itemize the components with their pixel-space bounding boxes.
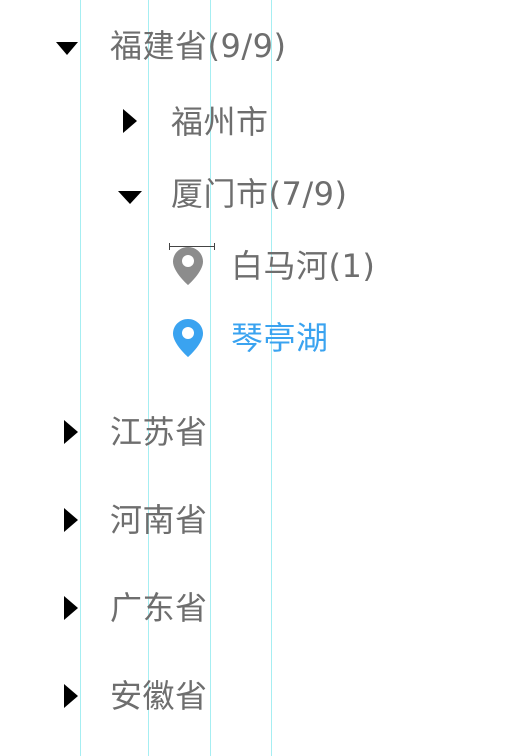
tree-node-fuzhou[interactable]: 福州市 [0,92,300,152]
tree-node-xiamen[interactable]: 厦门市(7/9) [0,164,400,224]
tree-node-fujian[interactable]: 福建省(9/9) [0,16,340,76]
tree-node-label[interactable]: 福建省(9/9) [110,27,287,65]
map-pin-icon [172,246,204,290]
expand-triangle-icon[interactable] [64,684,78,712]
guide-line [210,0,211,756]
tree-leaf-qintinghu[interactable]: 琴亭湖 [0,308,380,368]
tree-node-label[interactable]: 白马河(1) [231,247,376,285]
expand-triangle-icon[interactable] [64,508,78,536]
tree-node-label[interactable]: 厦门市(7/9) [171,175,348,213]
tree-node-guangdong[interactable]: 广东省 [0,578,300,638]
tree-node-henan[interactable]: 河南省 [0,490,300,550]
tree-node-label[interactable]: 福州市 [171,103,269,141]
tree-leaf-baimahe[interactable]: 白马河(1) [0,236,420,296]
expand-triangle-icon[interactable] [64,596,78,624]
tree-node-label[interactable]: 河南省 [110,501,208,539]
tree-node-label[interactable]: 江苏省 [110,413,208,451]
guide-line [271,0,272,756]
expand-triangle-icon[interactable] [123,109,137,137]
guide-line [148,0,149,756]
tree-node-label[interactable]: 琴亭湖 [231,319,329,357]
collapse-triangle-icon[interactable] [118,189,142,208]
tree-node-jiangsu[interactable]: 江苏省 [0,402,300,462]
tree-node-anhui[interactable]: 安徽省 [0,666,300,726]
tree-node-label[interactable]: 广东省 [110,589,208,627]
collapse-triangle-icon[interactable] [56,40,78,59]
map-pin-icon [172,318,204,362]
guide-line [80,0,81,756]
tree-node-label[interactable]: 安徽省 [110,677,208,715]
expand-triangle-icon[interactable] [64,420,78,448]
text-cursor-marker [169,243,215,250]
